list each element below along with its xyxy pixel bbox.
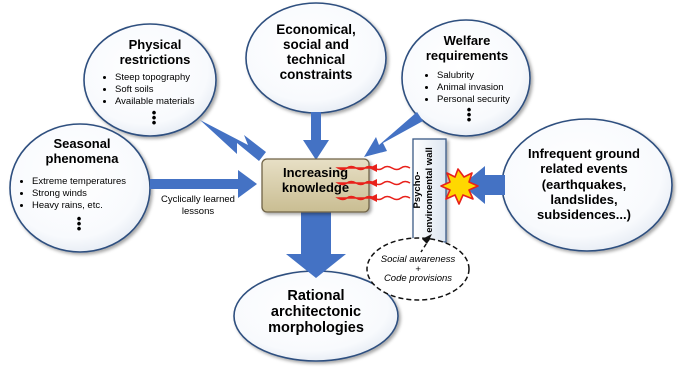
arrow-seasonal-to-center	[150, 170, 257, 198]
explosion-star-icon	[440, 168, 479, 205]
arrow-economical-to-center	[303, 112, 329, 160]
flow-arrows	[150, 112, 505, 278]
red-arrowhead-1	[369, 164, 377, 172]
arrow-center-to-rational	[286, 212, 346, 278]
list-item: Extreme temperatures	[32, 176, 158, 188]
list-item: Steep topography	[115, 72, 225, 84]
rational-morphologies-title: Rational architectonic morphologies	[268, 288, 364, 337]
list-item: Soft soils	[115, 84, 225, 96]
physical-restrictions-list: Steep topography Soft soils Available ma…	[102, 72, 225, 108]
increasing-knowledge-label: Increasing knowledge	[281, 165, 350, 195]
list-item: Available materials	[115, 96, 225, 108]
red-arrowheads	[369, 164, 377, 202]
psycho-environmental-wall	[412, 138, 447, 243]
arrow-infrequent-to-wall	[462, 166, 505, 204]
seasonal-phenomena-list: Extreme temperatures Strong winds Heavy …	[19, 176, 158, 212]
arrow-welfare-to-center	[364, 112, 423, 157]
list-item: Salubrity	[437, 70, 537, 82]
physical-restrictions-ellipse	[83, 23, 217, 137]
list-item: Personal security	[437, 94, 537, 106]
plus-sign: +	[415, 263, 421, 275]
code-provisions-label: Code provisions	[383, 273, 453, 284]
more-items-indicator: •••	[151, 105, 157, 130]
physical-restrictions-title: Physical restrictions	[119, 37, 191, 67]
cyclically-learned-label: Cyclically learned lessons	[161, 194, 235, 217]
list-item: Strong winds	[32, 188, 158, 200]
psycho-environmental-wall-label: Psycho-environmental wall	[412, 147, 435, 233]
welfare-requirements-ellipse	[401, 19, 531, 137]
red-arrowhead-2	[369, 179, 377, 187]
seasonal-phenomena-title: Seasonal phenomena	[45, 136, 119, 166]
red-arrowhead-3	[369, 194, 377, 202]
list-item: Animal invasion	[437, 82, 537, 94]
social-awareness-ellipse	[366, 237, 470, 301]
economical-constraints-title: Economical, social and technical constra…	[276, 22, 356, 83]
more-items-indicator: •••	[466, 102, 472, 127]
list-item: Heavy rains, etc.	[32, 200, 158, 212]
arrow-physical-to-center	[200, 120, 266, 161]
infrequent-events-title: Infrequent ground related events (earthq…	[528, 146, 640, 223]
social-awareness-label: Social awareness	[380, 254, 456, 265]
welfare-requirements-title: Welfare requirements	[425, 33, 509, 63]
social-awareness-connector-head	[422, 234, 432, 244]
social-awareness-text: Social awareness + Code provisions	[370, 255, 466, 284]
welfare-requirements-list: Salubrity Animal invasion Personal secur…	[424, 70, 537, 106]
more-items-indicator: •••	[76, 211, 82, 236]
